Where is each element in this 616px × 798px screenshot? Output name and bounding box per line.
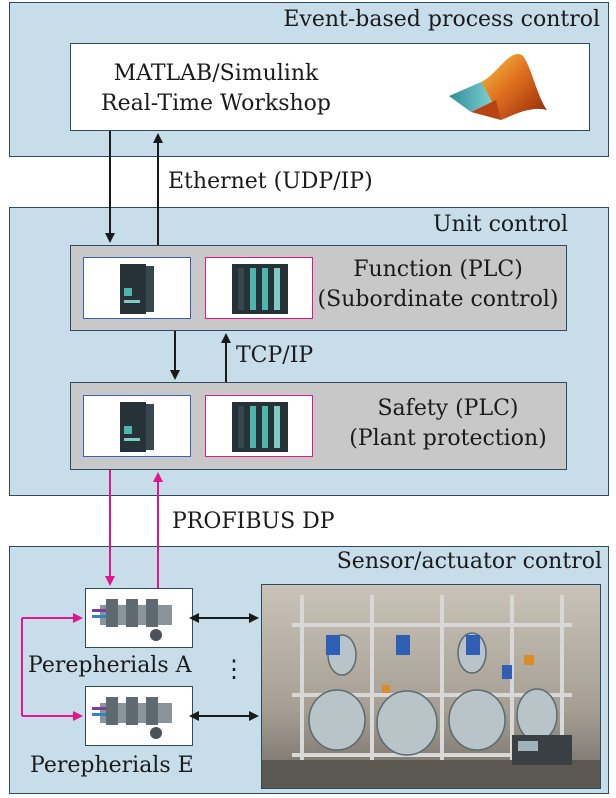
matlab-box: MATLAB/Simulink Real-Time Workshop xyxy=(70,43,590,131)
unit-layer-title: Unit control xyxy=(433,212,568,237)
profibus-label: PROFIBUS DP xyxy=(172,509,335,534)
tcp-label: TCP/IP xyxy=(236,343,314,368)
function-plc-line2: (Subordinate control) xyxy=(317,287,559,312)
peripherals-a-label: Perepherials A xyxy=(28,653,192,678)
plc-cpu-image xyxy=(83,257,191,319)
plc-rack-image xyxy=(205,257,313,319)
peripherals-e-module xyxy=(85,686,193,746)
peripherals-ellipsis: ⋮ xyxy=(222,655,246,683)
ethernet-label: Ethernet (UDP/IP) xyxy=(168,169,373,194)
plc-rack-image xyxy=(205,395,313,457)
matlab-logo xyxy=(449,53,547,120)
plant-photo xyxy=(261,584,601,789)
peripherals-a-module xyxy=(85,588,193,648)
matlab-line2: Real-Time Workshop xyxy=(101,91,331,116)
peripherals-e-label: Perepherials E xyxy=(30,753,194,778)
function-plc-box: Function (PLC) (Subordinate control) xyxy=(70,245,567,331)
plc-cpu-image xyxy=(83,395,191,457)
sensor-layer-title: Sensor/actuator control xyxy=(336,549,602,574)
safety-plc-box: Safety (PLC) (Plant protection) xyxy=(70,382,567,470)
safety-plc-line2: (Plant protection) xyxy=(349,426,547,451)
event-layer-title: Event-based process control xyxy=(283,7,600,32)
function-plc-line1: Function (PLC) xyxy=(353,257,523,282)
safety-plc-line1: Safety (PLC) xyxy=(377,396,519,421)
matlab-line1: MATLAB/Simulink xyxy=(113,61,319,86)
